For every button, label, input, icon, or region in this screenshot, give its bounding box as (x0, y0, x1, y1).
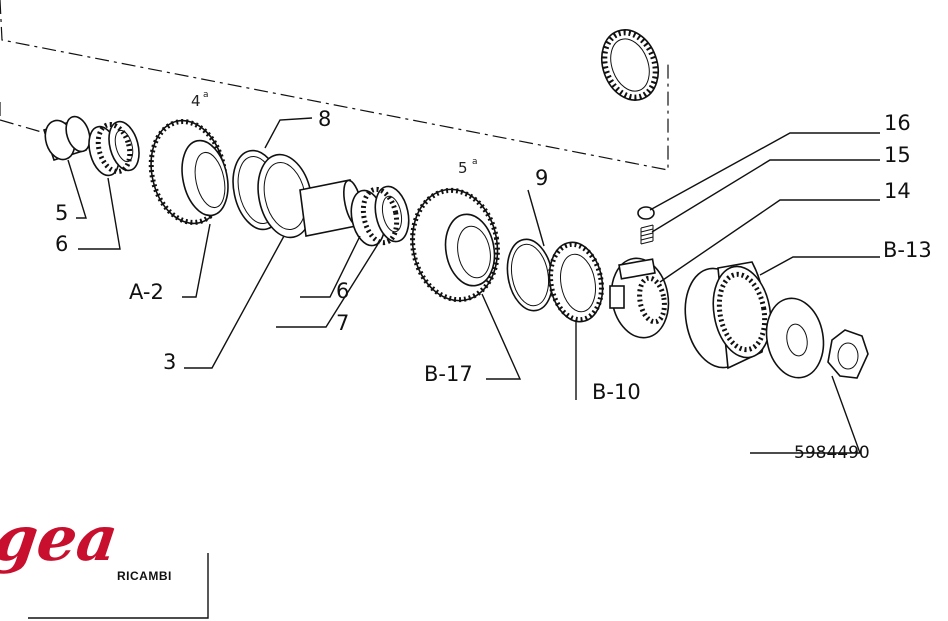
synchro-ring-spring (600, 29, 660, 101)
logo-brand-text: Agea (0, 502, 122, 575)
callout-labels: 8 16 15 9 14 B-13 5 6 A-2 6 7 3 B-17 B-1… (55, 107, 932, 463)
gear-4-number: 4 (191, 92, 201, 110)
label-7: 7 (336, 311, 349, 335)
label-6-left: 6 (55, 232, 68, 256)
part-b13-sliding-sleeve (684, 261, 772, 370)
gear-4-marker: 4 a (191, 90, 209, 110)
gear-5-number: 5 (458, 159, 468, 177)
label-part-code: 5984490 (794, 443, 870, 463)
label-3: 3 (163, 350, 176, 374)
leader-lines (67, 117, 880, 454)
part-6-needle-bearing-left (88, 120, 140, 177)
gear-5-superscript: a (472, 157, 478, 167)
label-15: 15 (884, 143, 911, 167)
logo-sub-text: RICAMBI (117, 569, 172, 583)
label-16: 16 (884, 111, 911, 135)
label-14: 14 (884, 179, 911, 203)
part-14-synchro-hub (609, 257, 670, 339)
label-8: 8 (318, 107, 331, 131)
label-a2: A-2 (129, 280, 164, 304)
label-b13: B-13 (883, 238, 932, 262)
label-b17: B-17 (424, 362, 473, 386)
gear-4-superscript: a (203, 90, 209, 100)
part-b17-fifth-gear (410, 187, 500, 303)
part-15-spring (640, 224, 654, 245)
label-b10: B-10 (592, 380, 641, 404)
gear-5-marker: 5 a (458, 157, 478, 177)
hex-nut (827, 329, 869, 379)
part-6-needle-bearing-center (350, 185, 410, 247)
label-9: 9 (535, 166, 548, 190)
label-5: 5 (55, 201, 68, 225)
agea-ricambi-logo: Agea RICAMBI (0, 502, 209, 619)
washer-plate (765, 297, 825, 379)
part-b10-synchro-ring (548, 241, 604, 323)
part-5-bushing (42, 115, 91, 161)
assembly-axis (0, 0, 669, 171)
part-a2-fourth-gear (148, 119, 229, 225)
label-6-center: 6 (336, 279, 349, 303)
